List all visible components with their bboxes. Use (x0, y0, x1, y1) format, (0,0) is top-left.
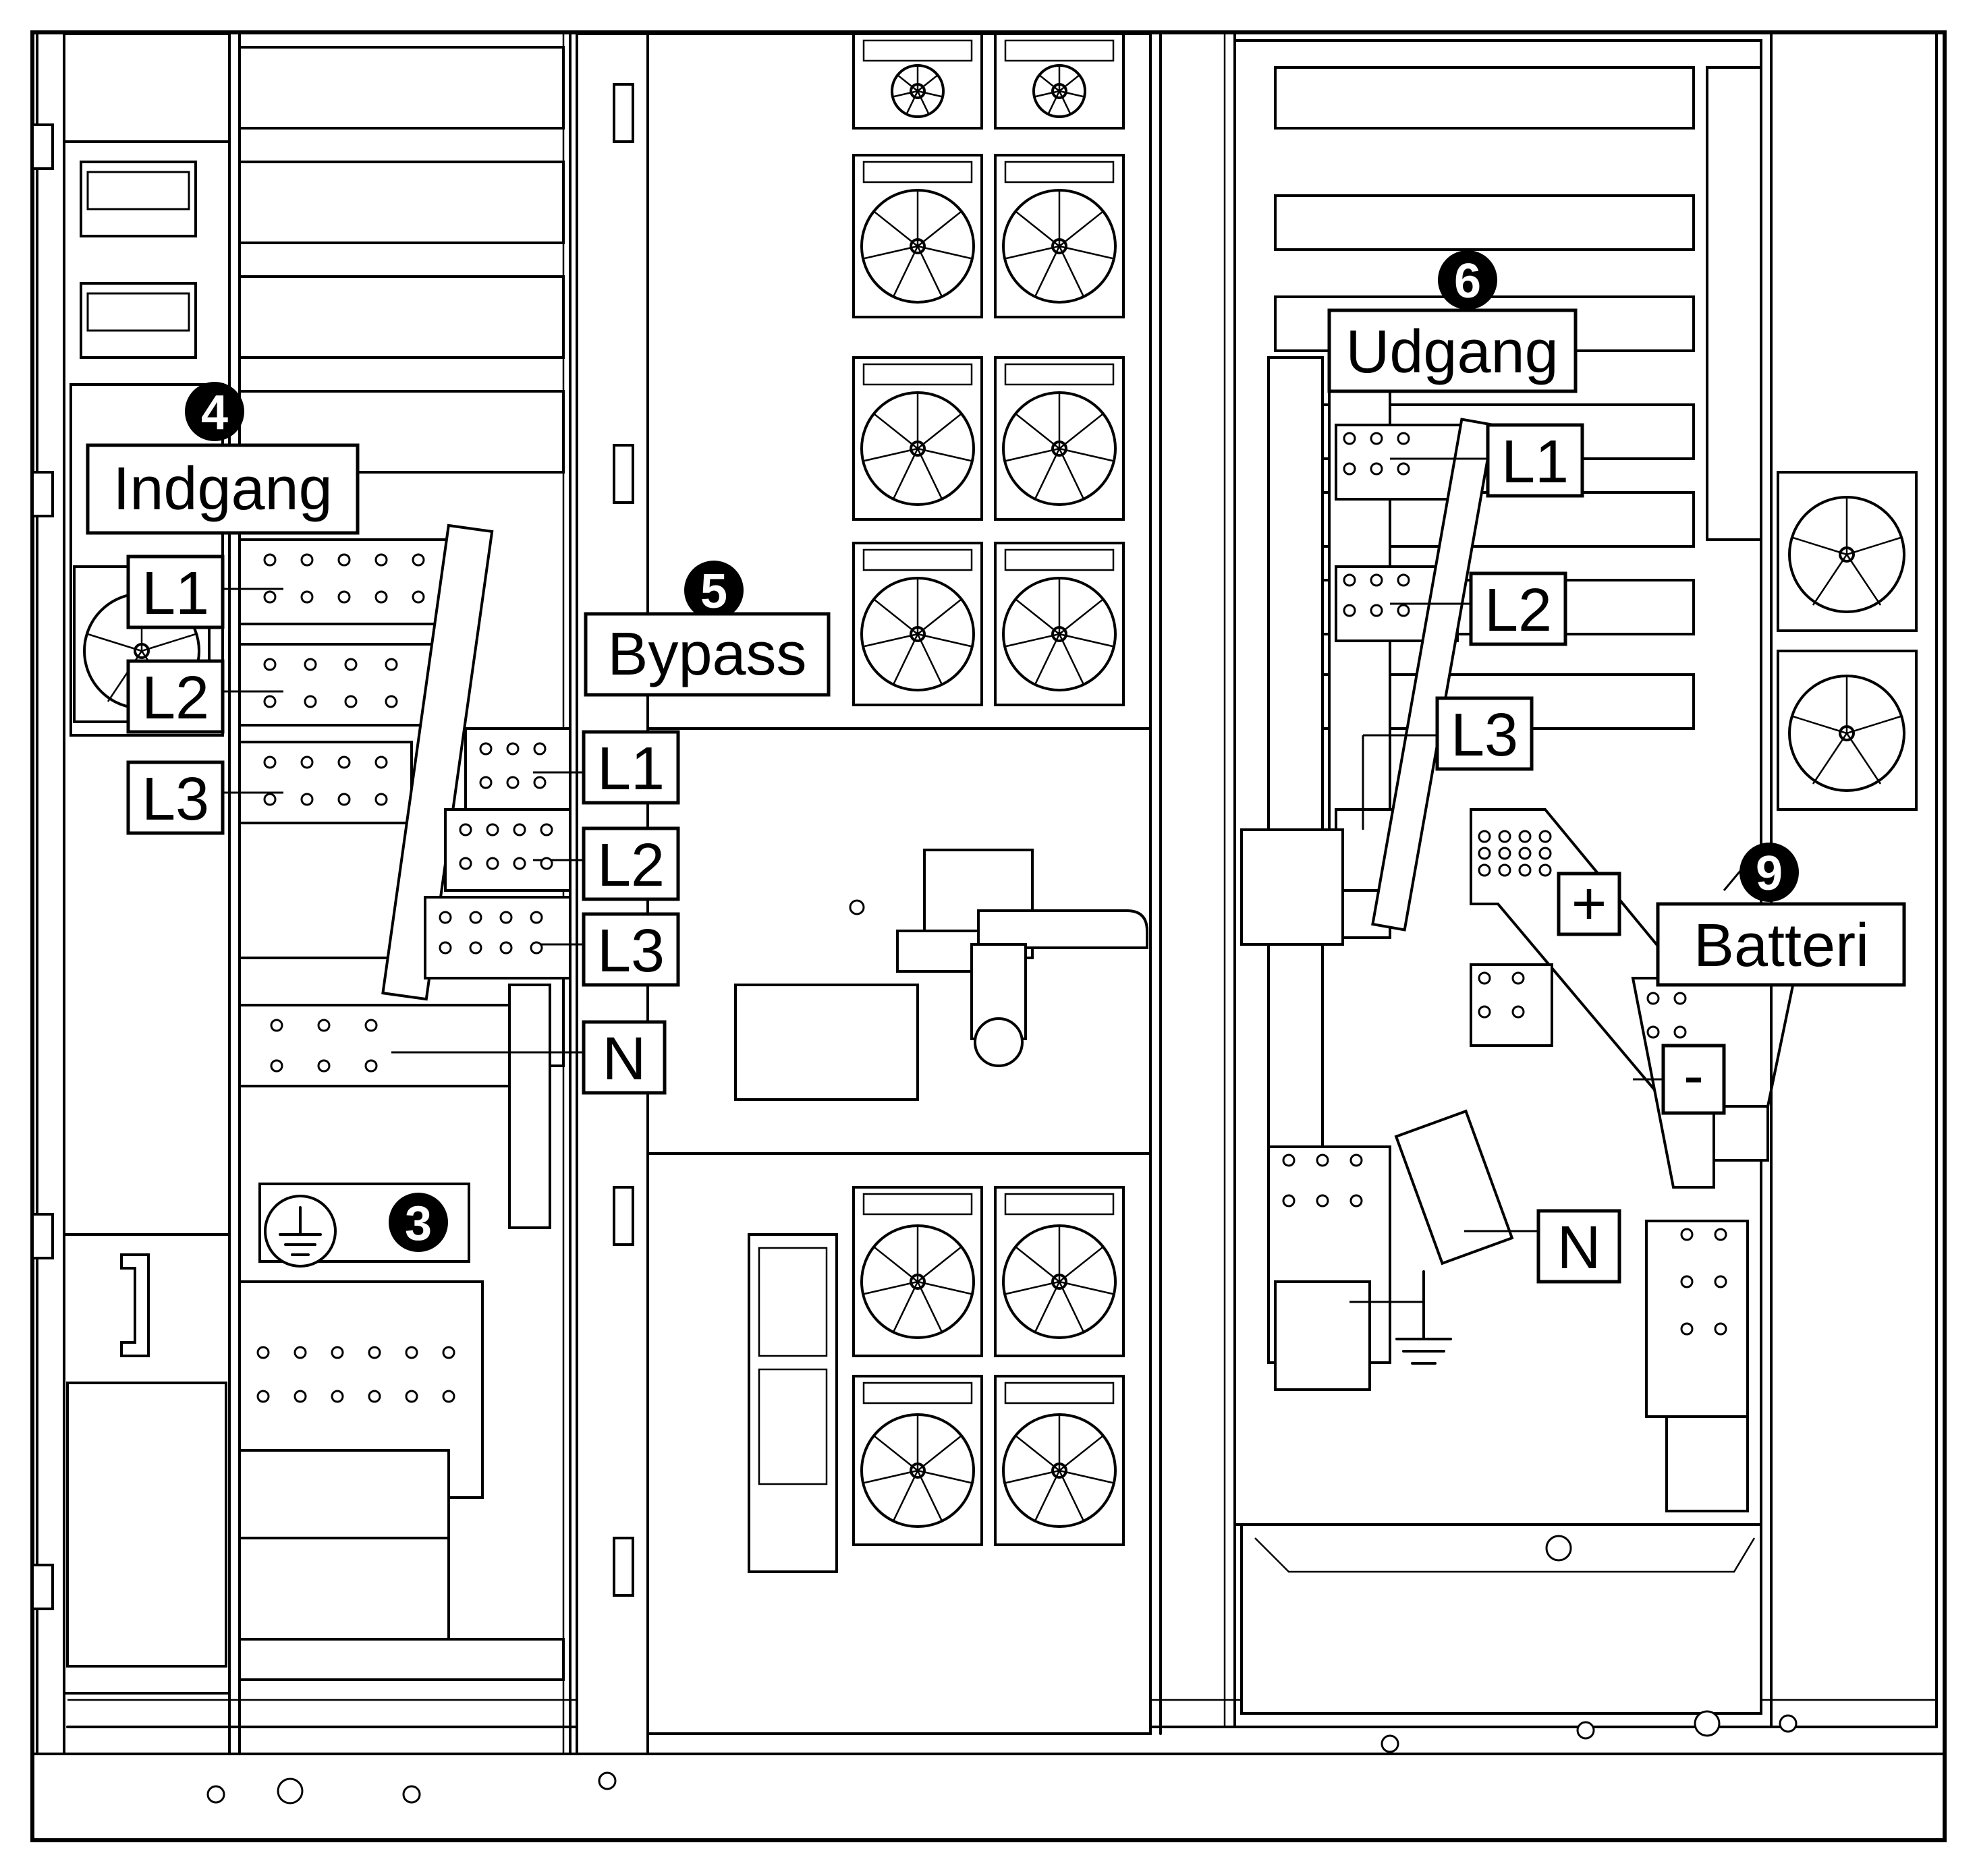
output-l1-label: L1 (1486, 423, 1584, 498)
battery-title-label: Batteri (1656, 902, 1906, 987)
bypass-switch (849, 849, 1148, 1067)
input-l1-label: L1 (126, 555, 225, 629)
svg-text:Bypass: Bypass (607, 621, 806, 688)
bolt-holes (1478, 830, 1552, 877)
bolt-holes (1343, 573, 1410, 617)
fan-icon (994, 154, 1125, 318)
svg-text:L1: L1 (142, 560, 209, 627)
fan-icon (852, 542, 983, 706)
bolt-holes (1646, 992, 1687, 1039)
battery-callout: 9 Batteri + - (1557, 843, 1906, 1115)
fan-icon (1777, 650, 1918, 811)
svg-text:L2: L2 (597, 832, 665, 899)
svg-text:3: 3 (405, 1197, 432, 1251)
svg-text:6: 6 (1454, 254, 1481, 308)
svg-text:9: 9 (1756, 847, 1783, 901)
output-l2-label: L2 (1469, 571, 1567, 646)
output-title-label: Udgang (1327, 308, 1578, 393)
protective-earth-icon (264, 1195, 337, 1268)
fan-icon (994, 1186, 1125, 1357)
badge-4: 4 (185, 382, 244, 441)
bolt-holes (1343, 432, 1410, 476)
svg-text:L2: L2 (142, 664, 209, 732)
bypass-l1-label: L1 (582, 730, 680, 805)
fan-icon (994, 1375, 1125, 1546)
fan-icon (852, 154, 983, 318)
svg-text:L3: L3 (142, 766, 209, 833)
svg-text:+: + (1571, 870, 1607, 938)
input-l2-label: L2 (126, 659, 225, 734)
badge-3: 3 (389, 1193, 448, 1252)
badge-6: 6 (1438, 250, 1497, 310)
output-l3-label: L3 (1435, 696, 1534, 771)
fan-icon (994, 356, 1125, 521)
fan-icon (852, 356, 983, 521)
input-title-label: Indgang (86, 443, 360, 535)
fan-icon (852, 32, 983, 130)
badge-9: 9 (1739, 843, 1799, 902)
bypass-l2-label: L2 (582, 826, 680, 901)
bolt-holes (1282, 1154, 1363, 1207)
ground-symbol-icon (1349, 1270, 1452, 1365)
bolt-holes (256, 1346, 455, 1403)
output-n-label: N (1536, 1209, 1621, 1284)
svg-text:Udgang: Udgang (1345, 318, 1558, 386)
input-l3-label: L3 (126, 760, 225, 835)
battery-minus-label: - (1661, 1042, 1726, 1115)
bolt-holes (439, 911, 543, 955)
fan-icon (1777, 471, 1918, 632)
svg-text:4: 4 (201, 386, 228, 440)
input-callout: 4 Indgang L1 L2 L3 (86, 382, 360, 835)
bypass-title-label: Bypass (584, 612, 831, 697)
svg-text:N: N (1557, 1214, 1601, 1282)
bolt-holes (479, 742, 547, 789)
bolt-holes (263, 658, 398, 708)
bolt-holes (263, 553, 425, 604)
svg-text:N: N (603, 1025, 646, 1093)
fan-icon (994, 542, 1125, 706)
terminal-block (86, 171, 190, 332)
svg-text:L1: L1 (1501, 428, 1569, 496)
svg-text:L2: L2 (1484, 577, 1552, 644)
svg-text:L1: L1 (597, 735, 665, 803)
fan-icon (994, 32, 1125, 130)
bolt-holes (1478, 971, 1525, 1019)
bolt-holes (459, 823, 553, 870)
svg-text:L3: L3 (1451, 702, 1518, 769)
bolt-holes (263, 756, 388, 806)
svg-text:L3: L3 (597, 917, 665, 985)
bypass-callout: 5 Bypass L1 L2 L3 N (582, 561, 831, 1095)
bolt-holes (1680, 1228, 1727, 1336)
fan-icon (852, 1375, 983, 1546)
left-cabinet (31, 32, 572, 1755)
svg-text:Batteri: Batteri (1694, 912, 1869, 979)
bypass-l3-label: L3 (582, 912, 680, 987)
svg-text:5: 5 (700, 565, 727, 619)
badge-5: 5 (684, 561, 744, 620)
svg-text:Indgang: Indgang (113, 455, 332, 523)
input-busbars (238, 523, 572, 1229)
svg-text:-: - (1683, 1042, 1704, 1110)
output-callout: 6 Udgang L1 L2 L3 (1327, 250, 1584, 771)
bypass-n-label: N (582, 1020, 667, 1095)
base-bolts (206, 1710, 1798, 1804)
battery-plus-label: + (1557, 870, 1621, 938)
bolt-holes (270, 1019, 378, 1073)
control-module (748, 1233, 838, 1573)
fan-icon (852, 1186, 983, 1357)
